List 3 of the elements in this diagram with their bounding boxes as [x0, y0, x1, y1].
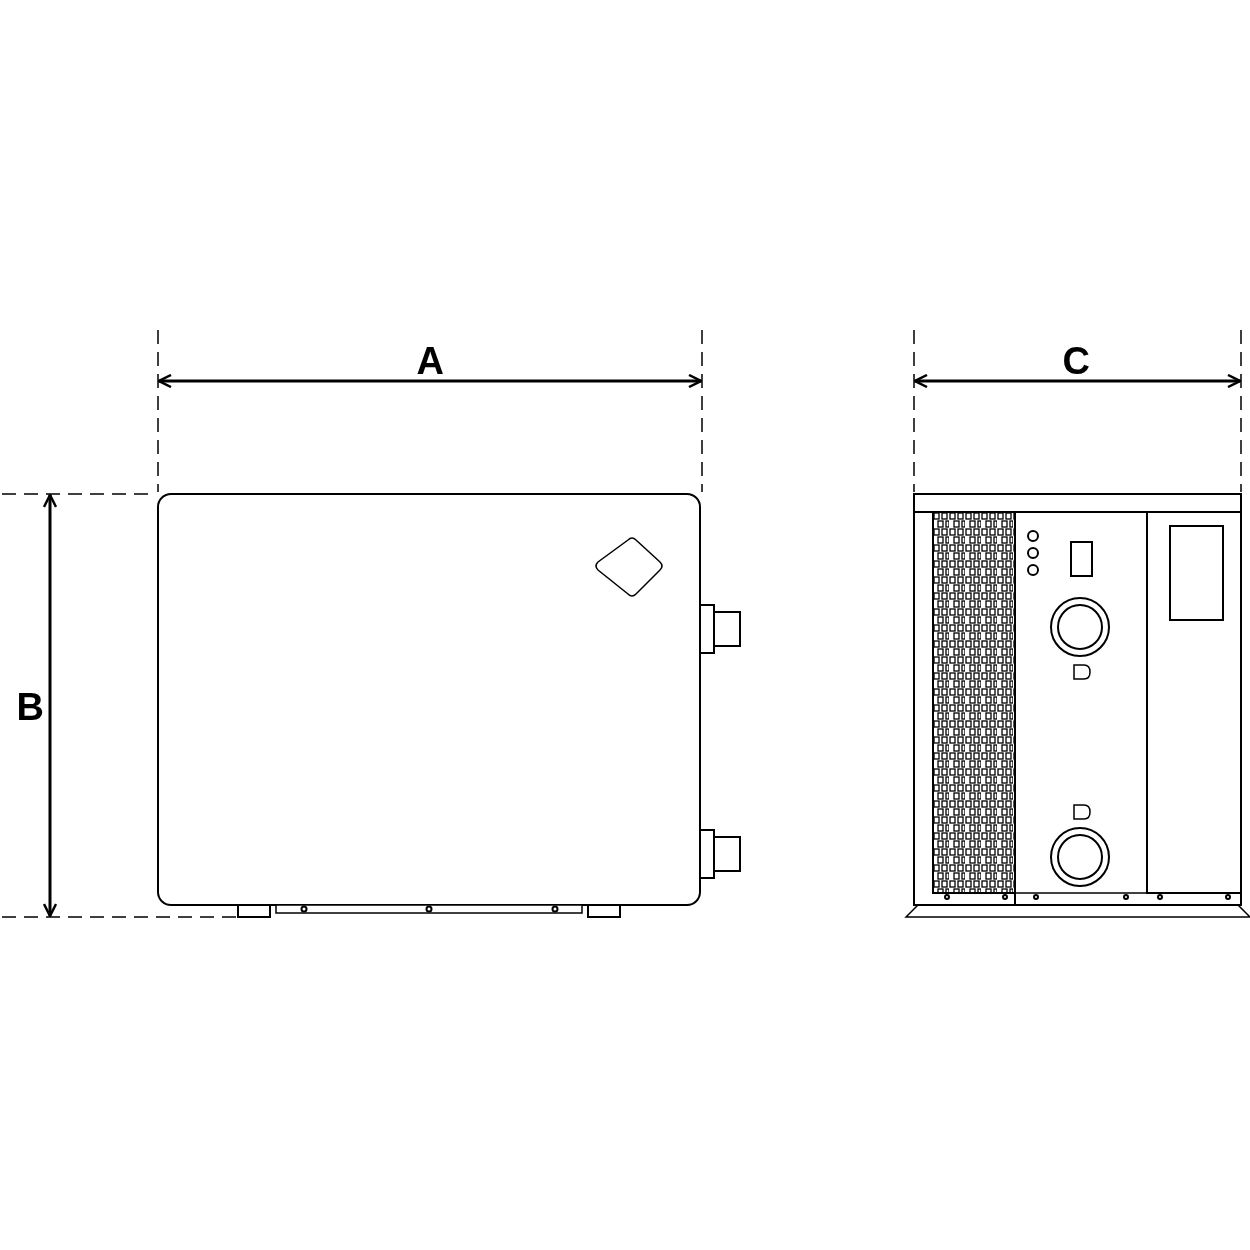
dimension-label: C — [1062, 341, 1090, 381]
dimension-label: B — [16, 687, 44, 727]
dimension-label: A — [416, 341, 444, 381]
